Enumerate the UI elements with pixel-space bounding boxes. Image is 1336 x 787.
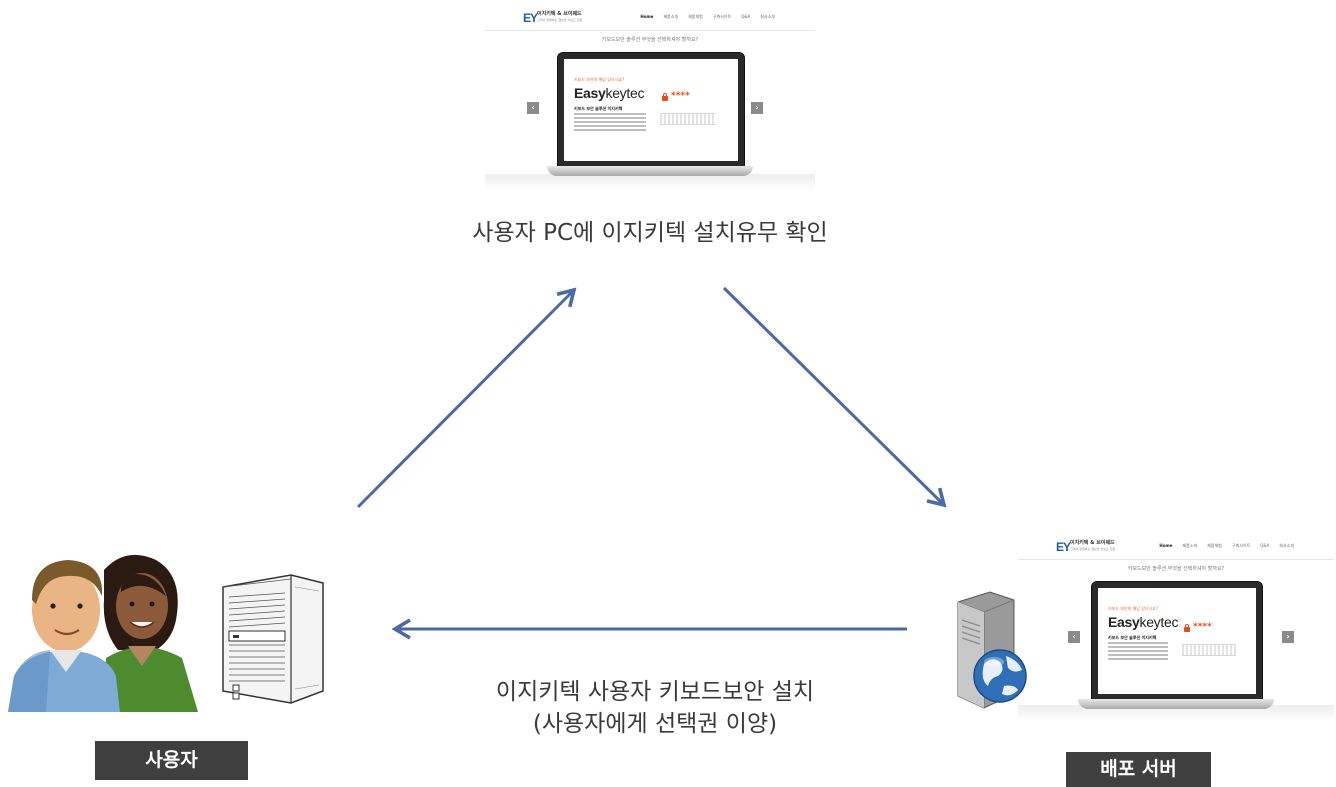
site-menu-item[interactable]: 회사소개: [1279, 543, 1294, 548]
website-screenshot-server: EY 이지키텍 & 브이웨드 고객과 함께하는 웹보안 키보드 전문 Home …: [1018, 535, 1334, 720]
site-menu-item[interactable]: 제품체험: [688, 14, 703, 19]
laptop-screen: 키보드 보안의 해답 있으시죠? Easykeytec 키보드 보안 솔루션 이…: [1098, 588, 1256, 694]
site-menu-item[interactable]: 구축사이트: [1231, 543, 1251, 548]
site-menu: Home 제품소개 제품체험 구축사이트 Q&A 회사소개: [640, 14, 775, 20]
website-screenshot-top: EY 이지키텍 & 브이웨드 고객과 함께하는 웹보안 키보드 전문 Home …: [485, 6, 815, 190]
caption-check-installation: 사용자 PC에 이지키텍 설치유무 확인: [472, 220, 828, 246]
site-logo-text: 이지키텍 & 브이웨드: [1070, 540, 1115, 546]
user-label-badge: 사용자: [95, 741, 248, 780]
laptop-screen: 키보드 보안의 해답 있으시죠? Easykeytec 키보드 보안 솔루션 이…: [564, 59, 738, 161]
server-label-badge: 배포 서버: [1066, 752, 1211, 787]
laptop-reflection: [485, 174, 815, 190]
site-logo-text: 이지키텍 & 브이웨드: [537, 11, 582, 17]
screen-body-text: [1108, 642, 1168, 662]
user-pc-tower-icon: [222, 574, 324, 704]
lock-icon: [662, 93, 668, 101]
site-navbar: EY 이지키텍 & 브이웨드 고객과 함께하는 웹보안 키보드 전문 Home …: [1018, 535, 1334, 560]
arrow-pc-check-to-server: [722, 286, 947, 508]
caption-install-line2: (사용자에게 선택권 이양): [532, 711, 778, 737]
password-stars: ****: [671, 91, 690, 101]
lock-icon: [1184, 624, 1190, 632]
site-tagline: 키보드보안 솔루션 무엇을 선택하셔야 할까요?: [1127, 566, 1225, 572]
carousel-next-button[interactable]: ›: [751, 102, 763, 114]
site-menu-item[interactable]: 제품소개: [663, 14, 679, 19]
password-stars: ****: [1193, 622, 1212, 632]
site-menu-item[interactable]: 제품소개: [1182, 543, 1198, 548]
laptop: 키보드 보안의 해답 있으시죠? Easykeytec 키보드 보안 솔루션 이…: [1091, 581, 1263, 701]
brand-bold: Easy: [1108, 614, 1140, 630]
site-menu-item[interactable]: 구축사이트: [712, 14, 732, 19]
carousel-prev-button[interactable]: ‹: [527, 102, 539, 114]
carousel-next-button[interactable]: ›: [1282, 631, 1294, 643]
laptop-base: [547, 166, 753, 176]
laptop: 키보드 보안의 해답 있으시죠? Easykeytec 키보드 보안 솔루션 이…: [557, 52, 745, 168]
site-menu-item[interactable]: Q&A: [1260, 543, 1270, 548]
screen-subtitle: 키보드 보안 솔루션 이지키텍: [1108, 635, 1157, 640]
carousel-prev-button[interactable]: ‹: [1068, 631, 1080, 643]
keyboard-graphic: [1182, 644, 1236, 656]
screen-brand: Easykeytec: [574, 85, 644, 101]
site-navbar: EY 이지키텍 & 브이웨드 고객과 함께하는 웹보안 키보드 전문 Home …: [485, 6, 815, 31]
caption-install-line1: 이지키텍 사용자 키보드보안 설치: [495, 679, 815, 705]
screen-subtitle: 키보드 보안 솔루션 이지키텍: [574, 106, 623, 111]
site-menu: Home 제품소개 제품체험 구축사이트 Q&A 회사소개: [1159, 543, 1294, 549]
site-menu-item[interactable]: Home: [1159, 543, 1173, 548]
site-menu-item[interactable]: 회사소개: [760, 14, 775, 19]
arrow-user-to-pc-check: [356, 287, 577, 509]
site-tagline: 키보드보안 솔루션 무엇을 선택하셔야 할까요?: [601, 37, 699, 43]
laptop-base: [1078, 699, 1274, 709]
site-menu-item[interactable]: Q&A: [741, 14, 751, 19]
brand-bold: Easy: [574, 85, 606, 101]
brand-light: keytec: [605, 85, 645, 101]
site-logo-subtext: 고객과 함께하는 웹보안 키보드 전문: [537, 18, 583, 22]
screen-body-text: [574, 113, 646, 133]
screen-question: 키보드 보안의 해답 있으시죠?: [1108, 606, 1159, 611]
site-logo-icon: EY: [523, 11, 538, 25]
brand-light: keytec: [1139, 614, 1179, 630]
users-icon: [8, 554, 198, 712]
site-menu-item[interactable]: Home: [640, 14, 654, 19]
site-logo-subtext: 고객과 함께하는 웹보안 키보드 전문: [1070, 547, 1116, 551]
site-menu-item[interactable]: 제품체험: [1207, 543, 1222, 548]
screen-question: 키보드 보안의 해답 있으시죠?: [574, 77, 625, 82]
site-logo-icon: EY: [1056, 540, 1071, 554]
keyboard-graphic: [660, 113, 716, 125]
screen-brand: Easykeytec: [1108, 614, 1178, 630]
web-server-globe-icon: [957, 591, 1027, 709]
